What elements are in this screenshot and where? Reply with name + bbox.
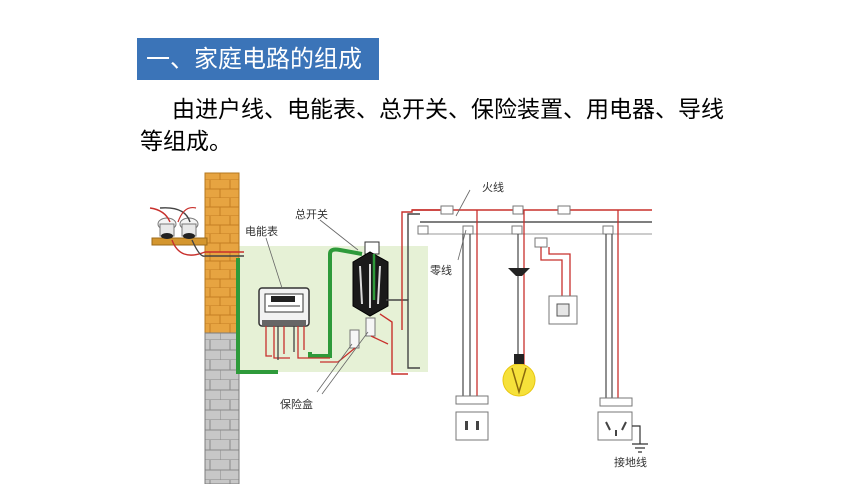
body-text: 由进户线、电能表、总开关、保险装置、用电器、导线等组成。 (140, 97, 724, 155)
ceiling-rose (508, 268, 530, 276)
insulator-right (179, 217, 199, 239)
main-switch (352, 241, 389, 317)
light-switch (548, 295, 578, 325)
socket-right-three-pin (597, 397, 633, 441)
incoming-live-wire (149, 207, 244, 256)
insulator-left (157, 217, 177, 239)
label-live-wire: 火线 (482, 180, 504, 194)
section-title: 一、家庭电路的组成 (137, 38, 379, 80)
brick-wall (204, 172, 240, 334)
label-neutral-wire: 零线 (430, 263, 452, 277)
light-bulb (502, 354, 536, 397)
electric-meter (258, 287, 310, 327)
ground-symbol (632, 425, 648, 453)
label-ground-wire: 接地线 (614, 455, 647, 469)
crossarm (151, 237, 208, 246)
socket-left (455, 395, 489, 441)
incoming-neutral-wire (159, 207, 244, 257)
label-fuse-box: 保险盒 (280, 397, 313, 411)
stone-wall (204, 332, 240, 484)
label-main-switch: 总开关 (295, 207, 328, 221)
ground-wire-green (236, 247, 363, 374)
label-meter: 电能表 (245, 224, 278, 238)
